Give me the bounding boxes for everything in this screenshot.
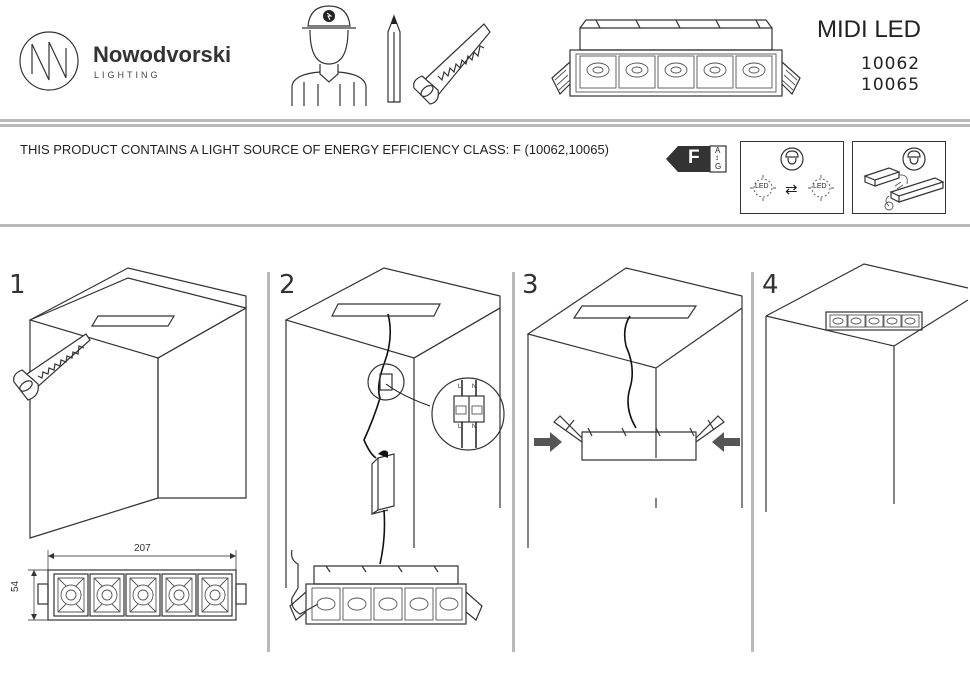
step-divider: [512, 272, 515, 652]
energy-scale-bottom: G: [715, 162, 722, 171]
pencil-icon: [387, 14, 401, 103]
saw-icon: [413, 23, 491, 105]
step-number-3: 3: [522, 270, 539, 300]
installer-person-icon: [291, 5, 367, 106]
energy-scale-top: A: [715, 146, 721, 155]
step-number-1: 1: [9, 270, 26, 300]
step-divider: [751, 272, 754, 652]
led-replaceable-box: LED ⇄ LED: [740, 141, 844, 214]
energy-notice: THIS PRODUCT CONTAINS A LIGHT SOURCE OF …: [20, 142, 610, 157]
led-label-right: LED: [813, 183, 827, 190]
header-band: [0, 0, 970, 122]
step-number-2: 2: [279, 270, 296, 300]
terminal-label-l-top: L: [458, 384, 462, 390]
fixture-front-view: [289, 565, 483, 625]
brand-logo-icon: [19, 31, 79, 91]
driver-icon: [863, 167, 945, 211]
energy-arrow-icon: [666, 145, 727, 173]
product-code-1: 10062: [861, 54, 921, 74]
terminal-label-n-bottom: N: [472, 424, 477, 430]
energy-class-letter: F: [688, 147, 700, 168]
energy-scale-arrow: ↕: [715, 153, 719, 162]
step-number-4: 4: [762, 270, 779, 300]
swap-arrows-icon: ⇄: [785, 181, 798, 198]
led-bulb-icon: [750, 175, 776, 201]
technician-icon: [780, 147, 804, 171]
brand-name: Nowodvorski: [93, 42, 232, 67]
energy-class-label: F A ↕ G: [666, 144, 728, 174]
step-2-illustration: [284, 267, 501, 615]
fixture-illustration: [551, 19, 801, 97]
step-divider: [267, 272, 270, 652]
brand-subtitle: LIGHTING: [94, 70, 161, 80]
led-bulb-icon: [808, 175, 834, 201]
product-title: MIDI LED: [817, 16, 922, 43]
dimension-height: 54: [10, 580, 21, 592]
technician-icon: [902, 147, 926, 171]
dimension-drawing: [28, 550, 247, 621]
led-label-left: LED: [755, 183, 769, 190]
product-code-2: 10065: [861, 75, 921, 95]
terminal-label-n-top: N: [472, 384, 477, 390]
terminal-detail: [431, 377, 505, 451]
step-4-illustration: [765, 263, 969, 512]
step-3-illustration: [526, 267, 743, 548]
terminal-label-l-bottom: L: [458, 424, 462, 430]
step-1-illustration: [28, 267, 247, 539]
driver-replaceable-box: [852, 141, 946, 214]
saw-icon: [13, 333, 91, 401]
dimension-width: 207: [134, 543, 151, 554]
energy-band: [0, 124, 970, 227]
